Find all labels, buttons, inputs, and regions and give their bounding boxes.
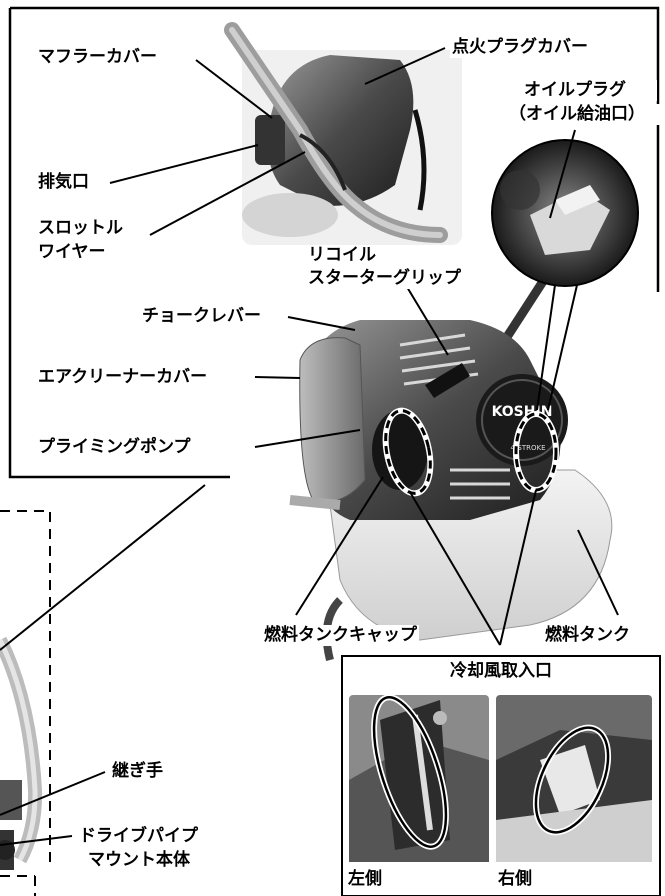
cooling-inlet-left-marker [384,409,432,495]
label-recoil-1: リコイル [306,245,378,266]
label-oil-plug-sub: （オイル給油口） [490,104,664,125]
top-frame-right [10,6,660,292]
engine-stroke-text: 4-STROKE [510,444,545,452]
label-drive-pipe-1: ドライブパイプ [77,826,200,847]
label-choke-lever: チョークレバー [140,306,263,327]
label-fuel-tank: 燃料タンク [543,625,632,646]
label-air-cleaner-cover: エアクリーナーカバー [36,367,210,388]
inset-title: 冷却風取入口 [450,661,552,681]
connector-line [0,484,206,651]
label-oil-plug: オイルプラグ [493,80,657,101]
air-cleaner-shape [299,337,366,502]
inset-frame [341,655,661,896]
label-priming-pump: プライミングポンプ [36,437,193,458]
label-throttle-wire-1: スロットル [36,218,125,239]
label-spark-plug-cover: 点火プラグカバー [450,37,590,58]
top-frame-left [8,8,230,479]
inset-left-label: 左側 [346,868,384,890]
label-throttle-wire-2: ワイヤー [36,242,108,263]
label-muffler-cover: マフラーカバー [36,47,159,68]
recoil-grip-shape [425,363,470,398]
drive-pipe-photo [0,636,43,870]
leader-lines [0,47,619,846]
label-joint: 継ぎ手 [110,761,165,782]
label-fuel-tank-cap: 燃料タンクキャップ [262,625,419,646]
main-engine-photo: KOSHIN 4-STROKE [289,252,613,661]
label-recoil-2: スターターグリップ [306,268,463,289]
top-engine-photo [224,22,462,245]
inset-right-label: 右側 [496,868,534,890]
label-exhaust-port: 排気口 [36,172,91,193]
oil-plug-lens [491,139,639,287]
inset-right-photo [496,695,652,862]
label-drive-pipe-2: マウント本体 [86,850,192,871]
